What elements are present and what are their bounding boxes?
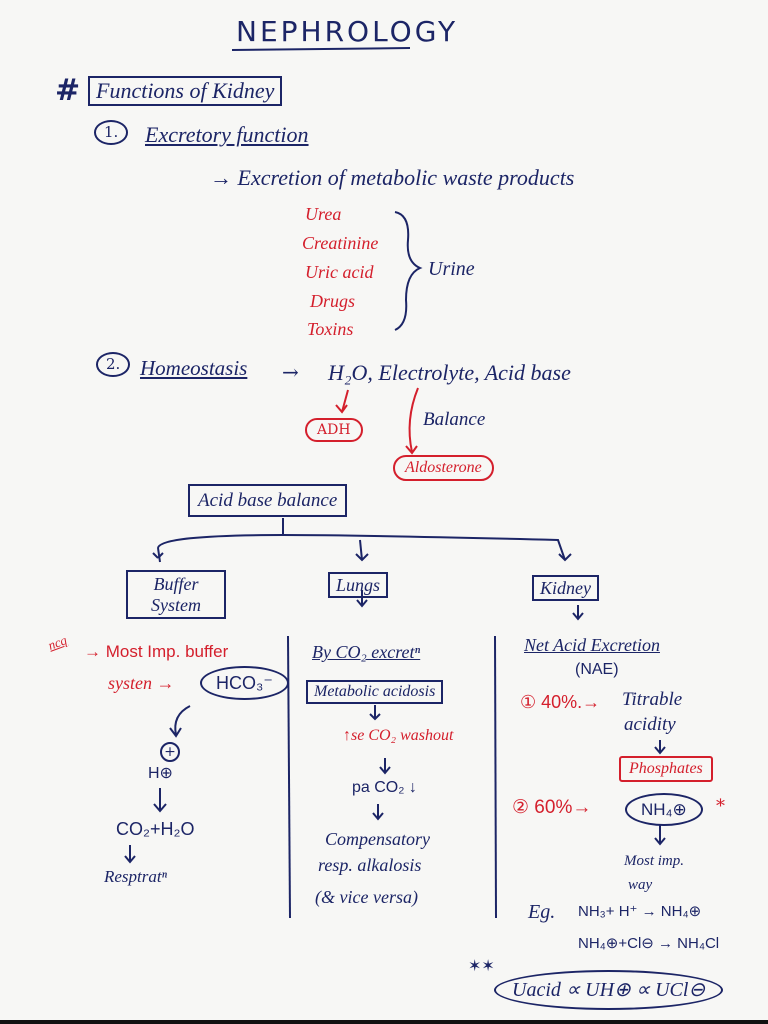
percent-60-label: ② 60%→	[512, 797, 592, 818]
urine-label: Urine	[428, 258, 475, 280]
ammonia-equation: NH₃+ H⁺ → NH₄⊕	[578, 903, 702, 920]
plus-circle: +	[160, 742, 180, 762]
item-uric-acid: Uric acid	[305, 262, 374, 282]
star-mark: ✶✶	[468, 956, 495, 975]
resp-alkalosis-label: resp. alkalosis	[318, 855, 422, 875]
item-urea: Urea	[305, 204, 342, 224]
excretory-number: 1.	[94, 120, 129, 145]
important-star: ⁎	[716, 790, 725, 811]
homeostasis-heading: Homeostasis	[140, 356, 248, 380]
most-imp-label: Most imp.	[624, 853, 684, 869]
page-bottom-edge	[0, 1020, 768, 1024]
nae-label: (NAE)	[575, 661, 619, 678]
lungs-title: Lungs	[328, 572, 389, 598]
acidity-label: acidity	[624, 714, 676, 735]
adh-label: ADH	[305, 418, 363, 442]
compensatory-label: Compensatory	[325, 829, 430, 849]
excretory-description: → Excretion of metabolic waste products	[210, 165, 575, 190]
ammonium-chloride-equation: NH₄⊕+Cl⊖ → NH₄Cl	[578, 935, 720, 952]
section-heading: Functions of Kidney	[88, 76, 283, 106]
co2-h2o-label: CO₂+H₂O	[116, 819, 195, 839]
homeostasis-arrow: →	[282, 360, 299, 384]
respiration-label: Resptratⁿ	[104, 867, 167, 886]
net-acid-excretion-label: Net Acid Excretion	[524, 635, 660, 655]
balance-label: Balance	[423, 409, 486, 430]
adh-arrow	[335, 389, 349, 414]
metabolic-acidosis-box: Metabolic acidosis	[306, 680, 444, 704]
aldosterone-label: Aldosterone	[393, 455, 494, 481]
h-plus-label: H⊕	[148, 765, 173, 782]
hco3-label: HCO₃⁻	[200, 666, 289, 700]
paco2-label: pa CO₂ ↓	[352, 779, 417, 796]
item-creatinine: Creatinine	[302, 233, 379, 253]
vice-versa-label: (& vice versa)	[315, 887, 418, 907]
most-important-buffer: → Most Imp. buffer	[84, 642, 229, 661]
kidney-title: Kidney	[532, 575, 599, 601]
system-label: systen →	[108, 673, 175, 693]
way-label: way	[628, 877, 653, 893]
hash-mark: #	[55, 73, 81, 108]
percent-40-label: ① 40%.→	[520, 692, 601, 712]
divider-right	[494, 635, 497, 919]
co2-washout-label: ↑se CO₂ washout	[343, 727, 454, 744]
page-title: NEPHROLOGY	[236, 15, 459, 48]
homeostasis-number: 2.	[96, 352, 131, 377]
tree-branch	[157, 533, 566, 561]
co2-excretion-label: By CO₂ excretⁿ	[312, 642, 421, 662]
buffer-system-title: Buffer System	[126, 570, 226, 620]
divider-left	[287, 635, 291, 919]
urine-brace	[394, 211, 423, 331]
phosphates-label: Phosphates	[619, 756, 713, 782]
eg-label: Eg.	[528, 901, 556, 923]
final-relation: Uacid ∝ UH⊕ ∝ UCl⊖	[494, 970, 724, 1010]
item-drugs: Drugs	[310, 291, 356, 311]
excretory-heading: Excretory function	[145, 122, 309, 147]
titrable-label: Titrable	[622, 689, 683, 710]
acid-base-title: Acid base balance	[188, 484, 348, 517]
title-underline	[231, 47, 411, 51]
item-toxins: Toxins	[307, 319, 354, 339]
nh4-label: NH₄⊕	[625, 793, 703, 826]
homeostasis-targets: H₂O, Electrolyte, Acid base	[328, 360, 571, 385]
aldosterone-arrow	[405, 387, 419, 455]
